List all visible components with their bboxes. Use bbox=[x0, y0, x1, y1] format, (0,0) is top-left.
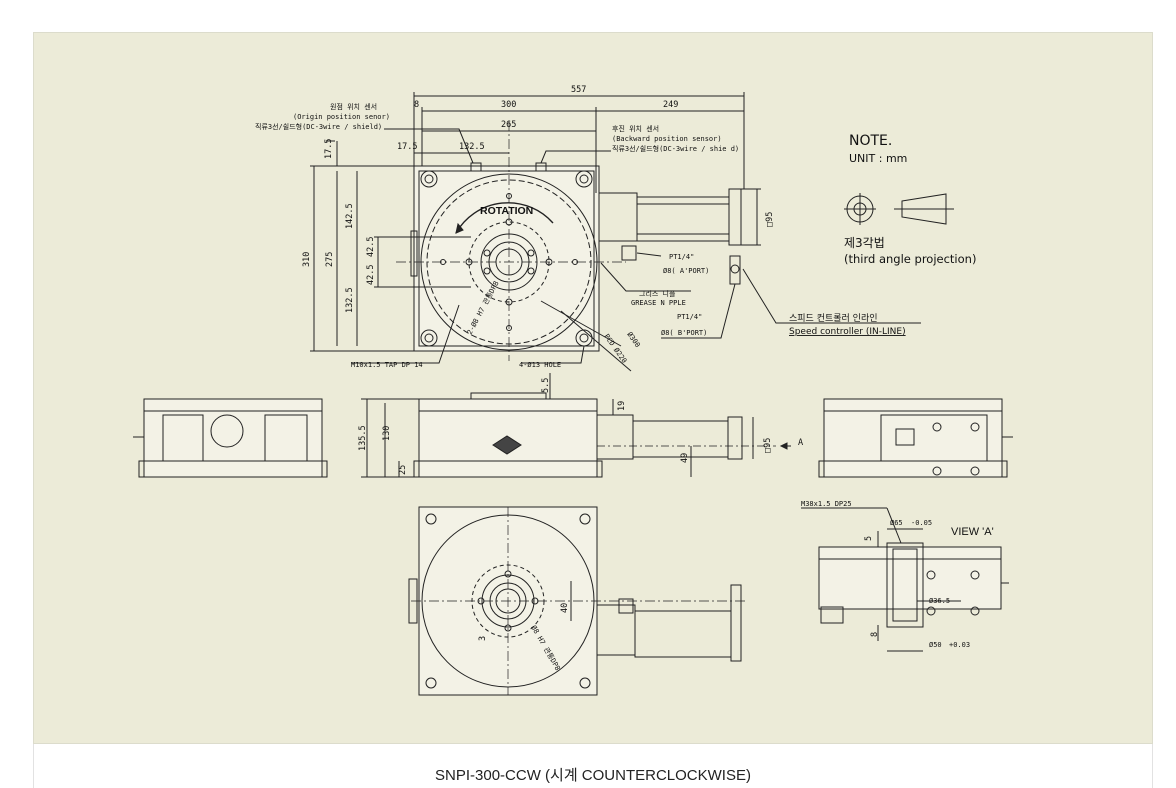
dim-25: 25 bbox=[398, 465, 408, 475]
dim-40: 40 bbox=[560, 603, 570, 613]
pcd220-label: PCD Ø220 bbox=[602, 333, 628, 365]
view-a-d65-tol: -0.05 bbox=[911, 519, 932, 527]
dim-175a: 17.5 bbox=[397, 142, 417, 152]
tap-label: M10x1.5 TAP DP 14 bbox=[351, 361, 423, 369]
hole-label: 4-Ø13 HOLE bbox=[519, 361, 561, 369]
image-caption: SNPI-300-CCW (시계 COUNTERCLOCKWISE) bbox=[435, 767, 751, 784]
right-view bbox=[818, 398, 1013, 478]
backward-sensor-en: (Backward position sensor) bbox=[612, 135, 722, 143]
front-view bbox=[361, 373, 791, 478]
grease-ko: 그리스 니플 bbox=[639, 289, 676, 298]
dim-310: 310 bbox=[302, 252, 312, 267]
dim-275: 275 bbox=[325, 252, 335, 267]
view-a-d8: 8 bbox=[870, 632, 880, 637]
backward-sensor-ko: 후진 위치 센서 bbox=[612, 124, 659, 133]
dim-55: 5.5 bbox=[541, 378, 551, 393]
note-unit: UNIT : mm bbox=[849, 152, 907, 165]
pt14-a: PT1/4" bbox=[669, 253, 694, 261]
dim-3: 3 bbox=[478, 636, 488, 641]
dim-1325b: 132.5 bbox=[345, 287, 355, 313]
arrow-a-label: A bbox=[798, 438, 803, 448]
backward-cable: 직류3선/쉴드형(DC-3wire / shie d) bbox=[612, 144, 739, 153]
front-view-text: 5.5 19 135.5 130 25 49 □95 A bbox=[358, 378, 803, 475]
caption-bar: SNPI-300-CCW (시계 COUNTERCLOCKWISE) bbox=[33, 744, 1153, 788]
pt14-b: PT1/4" bbox=[677, 313, 702, 321]
dim-130: 130 bbox=[382, 426, 392, 441]
view-a-d5: 5 bbox=[864, 536, 874, 541]
view-a-thread: M38x1.5 DP25 bbox=[801, 500, 852, 508]
rotation-label: ROTATION bbox=[480, 205, 533, 217]
technical-drawing: NOTE. UNIT : mm 제3각법 (third angle projec… bbox=[133, 85, 1013, 696]
projection-ko: 제3각법 bbox=[844, 236, 885, 250]
note-block: NOTE. UNIT : mm 제3각법 (third angle projec… bbox=[844, 133, 976, 266]
dim-49: 49 bbox=[680, 453, 690, 463]
view-a-d50-tol: +0.03 bbox=[949, 641, 970, 649]
dim-249: 249 bbox=[663, 100, 678, 110]
dim-1425: 142.5 bbox=[345, 203, 355, 229]
speed-controller-ko: 스피드 컨트롤러 인라인 bbox=[789, 313, 878, 324]
speed-controller-en: Speed controller (IN-LINE) bbox=[789, 327, 906, 337]
view-a-d365: Ø36.5 bbox=[929, 597, 950, 605]
view-a-d65: Ø65 bbox=[890, 519, 903, 527]
projection-symbol bbox=[844, 193, 954, 225]
dim-425b: 42.5 bbox=[366, 265, 376, 285]
dim-sq95-top: □95 bbox=[765, 212, 775, 227]
drawing-frame: NOTE. UNIT : mm 제3각법 (third angle projec… bbox=[33, 32, 1153, 744]
port-b: Ø8( B'PORT) bbox=[661, 329, 707, 337]
dim-265: 265 bbox=[501, 120, 516, 130]
grease-en: GREASE N PPLE bbox=[631, 299, 686, 307]
dim-8: 8 bbox=[414, 100, 419, 110]
dim-1325a: 132.5 bbox=[459, 142, 485, 152]
origin-sensor-ko: 원점 위치 센서 bbox=[330, 102, 377, 111]
view-a-title: VIEW 'A' bbox=[951, 526, 994, 538]
port-a: Ø8( A'PORT) bbox=[663, 267, 709, 275]
view-a-d50: Ø50 bbox=[929, 641, 942, 649]
bottom-view bbox=[408, 506, 746, 696]
origin-sensor-en: (Origin position senor) bbox=[293, 113, 390, 121]
view-a-text: VIEW 'A' M38x1.5 DP25 Ø65 -0.05 5 Ø36.5 … bbox=[801, 500, 994, 649]
dim-557: 557 bbox=[571, 85, 586, 95]
dim-425a: 42.5 bbox=[366, 237, 376, 257]
pcd300-label: Ø300 bbox=[625, 331, 641, 349]
projection-en: (third angle projection) bbox=[844, 252, 976, 266]
dim-1355: 135.5 bbox=[358, 425, 368, 451]
origin-cable: 직류3선/쉴드형(DC-3wire / shield) bbox=[255, 122, 382, 131]
dim-sq95-front: □95 bbox=[763, 438, 773, 453]
left-view bbox=[133, 398, 328, 478]
top-view bbox=[310, 92, 921, 372]
dim-19: 19 bbox=[617, 401, 627, 411]
view-a bbox=[801, 507, 1009, 652]
dim-175b: 17.5 bbox=[324, 139, 334, 159]
note-title: NOTE. bbox=[849, 133, 892, 149]
dim-300: 300 bbox=[501, 100, 516, 110]
